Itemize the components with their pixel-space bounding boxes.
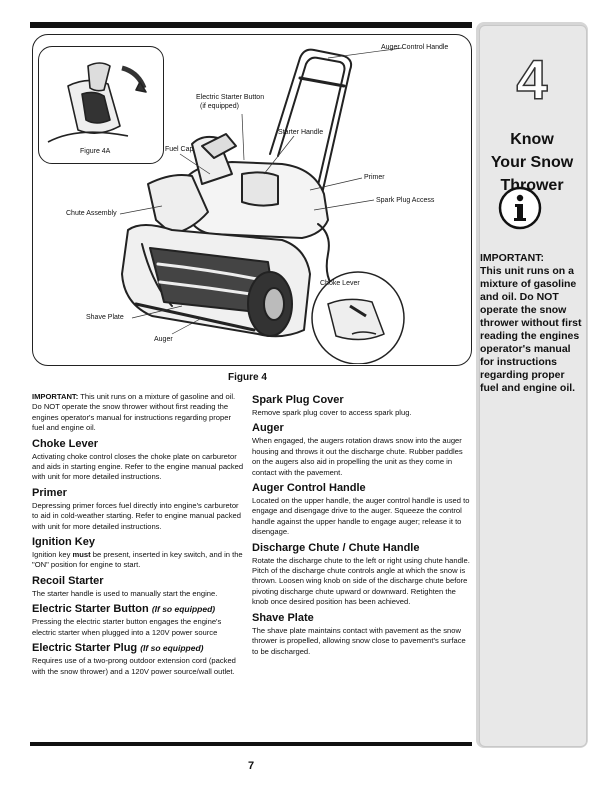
callout-if-equipped: (if equipped) [200,103,239,110]
chapter-sidebar: 4 Know Your Snow Thrower [476,22,588,748]
top-rule [30,22,472,28]
chapter-title-line1: Know [510,131,554,148]
ignition-text-b: be present, inserted in key switch, and … [32,550,243,570]
recoil-starter-text: The starter handle is used to manually s… [32,588,218,598]
figure-frame [32,34,472,366]
discharge-chute-heading: Discharge Chute / Chute Handle [252,541,420,554]
electric-starter-plug-heading: Electric Starter Plug (If so equipped) [32,642,244,655]
figure-caption: Figure 4 [228,372,267,383]
right-text-column: Spark Plug Cover Remove spark plug cover… [252,392,470,661]
primer-heading: Primer [32,486,67,499]
snow-thrower-illustration [119,47,405,364]
callout-fuel-cap: Fuel Cap [165,146,194,153]
choke-lever-text: Activating choke control closes the chok… [32,451,244,482]
esb-title: Electric Starter Button [32,603,149,616]
auger-control-handle-heading: Auger Control Handle [252,482,366,495]
intro-bold: IMPORTANT: [32,392,79,401]
callout-auger-control-handle: Auger Control Handle [381,44,449,51]
callout-starter-handle: Starter Handle [278,129,324,136]
ignition-text-a: Ignition key [32,550,73,560]
info-icon [498,186,542,230]
discharge-chute-text: Rotate the discharge chute to the left o… [252,555,470,607]
spark-plug-cover-heading: Spark Plug Cover [252,394,344,406]
spark-plug-cover-text: Remove spark plug cover to access spark … [252,408,412,417]
bottom-rule [30,742,472,746]
intro-text: This unit runs on a mixture of gasoline … [32,392,236,433]
auger-control-handle-text: Located on the upper handle, the auger c… [252,496,470,537]
left-text-column: IMPORTANT: This unit runs on a mixture o… [32,392,244,681]
primer-text: Depressing primer forces fuel directly i… [32,500,241,531]
chapter-number: 4 [516,48,549,111]
ignition-key-text: Ignition key must be present, inserted i… [32,550,244,571]
esp-title: Electric Starter Plug [32,642,138,655]
choke-lever-heading: Choke Lever [32,437,99,450]
callout-auger: Auger [154,336,173,343]
electric-starter-button-heading: Electric Starter Button (If so equipped) [32,603,244,616]
callout-spark-plug-access: Spark Plug Access [376,197,435,204]
recoil-starter-heading: Recoil Starter [32,574,104,587]
shave-plate-text: The shave plate maintains contact with p… [252,625,466,656]
electric-starter-plug-text: Requires use of a two-prong outdoor exte… [32,656,236,676]
chute-handle-detail-illustration [47,62,147,143]
shave-plate-heading: Shave Plate [252,611,314,624]
ignition-text-bold: must [72,550,91,560]
chapter-title-line2: Your Snow [490,154,574,171]
sidebar-important-note: IMPORTANT: This unit runs on a mixture o… [480,252,584,395]
auger-heading: Auger [252,422,284,435]
intro-paragraph: IMPORTANT: This unit runs on a mixture o… [32,392,244,434]
callout-shave-plate: Shave Plate [86,314,124,321]
sidebar-note-text: This unit runs on a mixture of gasoline … [480,265,582,394]
callout-choke-lever: Choke Lever [320,280,360,287]
callout-chute-assembly: Chute Assembly [66,210,117,217]
sidebar-note-heading: IMPORTANT: [480,252,544,264]
page-number: 7 [247,760,255,772]
esb-sub: (If so equipped) [151,604,216,615]
callout-primer: Primer [364,174,385,181]
sidebar-inner-panel [479,25,587,747]
inset-label: Figure 4A [80,148,111,155]
esp-sub: (If so equipped) [140,643,204,654]
ignition-key-heading: Ignition Key [32,536,95,549]
auger-text: When engaged, the augers rotation draws … [252,436,463,477]
callout-electric-starter-button: Electric Starter Button [196,94,265,101]
electric-starter-button-text: Pressing the electric starter button eng… [32,617,222,637]
